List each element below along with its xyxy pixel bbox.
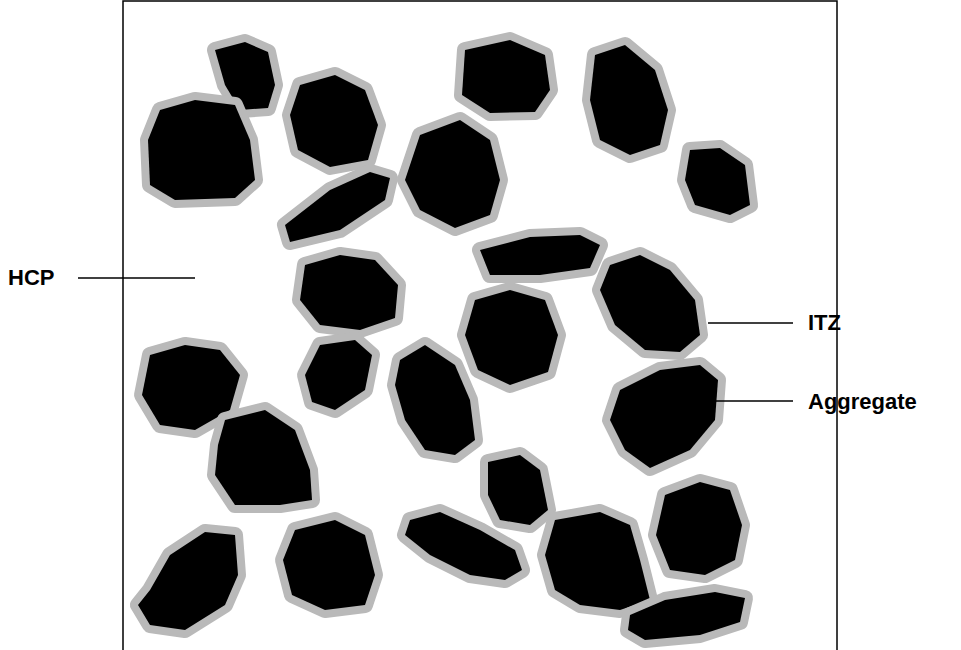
aggregate <box>545 512 650 610</box>
part-label: HCP <box>8 265 54 291</box>
aggregates <box>138 40 750 640</box>
aggregate <box>148 100 255 200</box>
leader-line <box>78 277 195 279</box>
aggregate <box>283 520 375 610</box>
aggregate <box>462 40 550 113</box>
leader-line <box>716 400 793 402</box>
aggregate <box>138 532 238 630</box>
leader-line <box>708 322 793 324</box>
aggregate <box>285 172 390 242</box>
aggregate <box>488 455 548 525</box>
aggregate <box>480 235 600 275</box>
aggregate <box>590 45 668 155</box>
aggregate <box>600 255 700 352</box>
aggregate <box>656 482 742 575</box>
leader-lines <box>78 278 793 401</box>
aggregate <box>300 255 398 330</box>
aggregate <box>628 592 745 640</box>
part-label: Aggregate <box>808 389 917 415</box>
aggregate <box>305 340 372 410</box>
part-label: ITZ <box>808 310 841 336</box>
aggregate <box>395 345 475 455</box>
aggregate <box>405 120 500 228</box>
aggregate <box>685 148 750 215</box>
aggregate <box>465 290 558 385</box>
specimen-frame <box>123 1 837 650</box>
aggregate <box>405 512 522 580</box>
aggregate <box>290 75 378 167</box>
aggregate <box>215 410 312 505</box>
aggregate <box>610 365 718 468</box>
